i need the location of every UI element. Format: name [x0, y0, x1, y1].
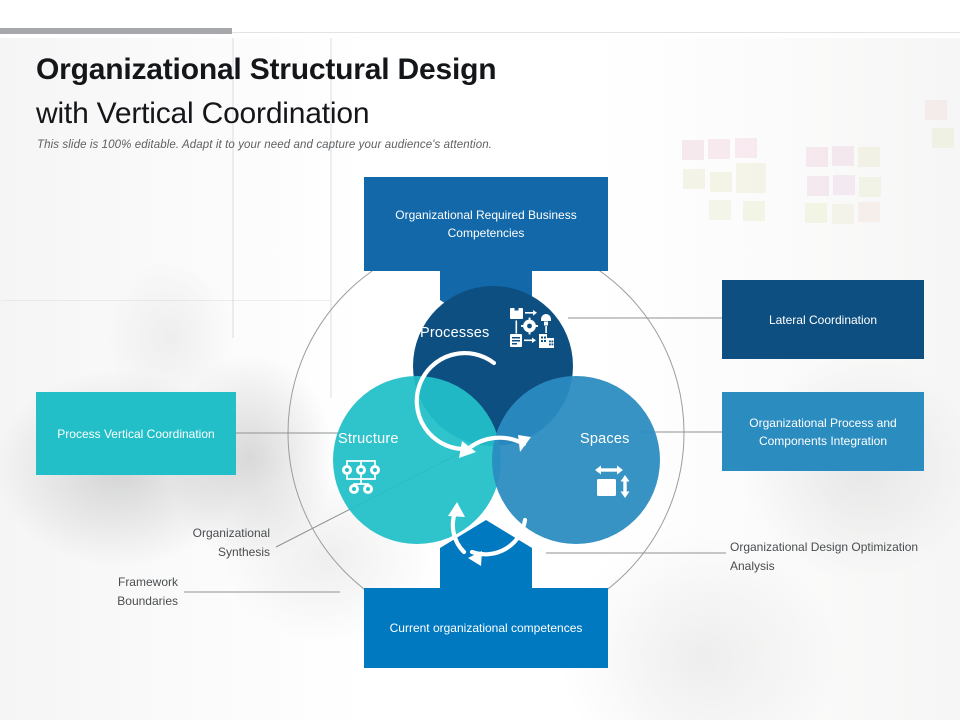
page-title: Organizational Structural Design with Ve…	[36, 48, 736, 137]
sticky-note	[743, 201, 765, 221]
sticky-note	[736, 163, 766, 193]
sticky-note	[806, 147, 828, 167]
header-accent-bar	[0, 28, 232, 34]
page-subtitle: This slide is 100% editable. Adapt it to…	[37, 139, 492, 151]
background-edge-2	[330, 38, 332, 398]
sticky-note	[708, 139, 730, 159]
callout-right-bottom-label: Organizational Process and Components In…	[749, 415, 897, 448]
label-optimization-analysis: Organizational Design Optimization Analy…	[730, 540, 919, 573]
background-edge-1	[232, 38, 234, 338]
callout-bottom[interactable]: Current organizational competences	[364, 588, 608, 668]
sticky-note	[932, 128, 954, 148]
circle-label-spaces: Spaces	[580, 431, 630, 447]
callout-right-top[interactable]: Lateral Coordination	[722, 280, 924, 359]
sticky-note	[858, 202, 880, 222]
arrowhead-up-to-structure	[448, 502, 465, 517]
sticky-note	[925, 100, 947, 120]
callout-top[interactable]: Organizational Required Business Compete…	[364, 177, 608, 271]
arrowhead-into-base	[468, 551, 482, 566]
hierarchy-tree-icon	[340, 457, 382, 500]
sticky-note	[683, 169, 705, 189]
callout-right-top-label: Lateral Coordination	[768, 312, 878, 327]
sticky-note	[833, 175, 855, 195]
sticky-note	[859, 177, 881, 197]
callout-left[interactable]: Process Vertical Coordination	[36, 392, 236, 475]
page-title-line-2: with Vertical Coordination	[36, 97, 370, 131]
resize-dimensions-icon	[595, 458, 635, 503]
sticky-note	[805, 203, 827, 223]
sticky-note	[710, 172, 732, 192]
process-flow-icon	[508, 306, 556, 355]
background-edge-3	[1, 300, 331, 301]
callout-bottom-label: Current organizational competences	[389, 621, 583, 635]
callout-right-bottom[interactable]: Organizational Process and Components In…	[722, 392, 924, 471]
circle-label-structure: Structure	[338, 431, 399, 447]
callout-left-label: Process Vertical Coordination	[57, 426, 215, 441]
arrowhead-into-structure	[459, 441, 476, 458]
arrow-processes-to-structure	[414, 351, 497, 452]
callout-top-label: Organizational Required Business Compete…	[395, 208, 577, 240]
sticky-note	[858, 147, 880, 167]
sticky-note	[735, 138, 757, 158]
circle-spaces[interactable]	[492, 376, 660, 544]
arrowhead-into-spaces	[518, 435, 531, 452]
sticky-note	[807, 176, 829, 196]
arrow-structure-to-spaces	[465, 435, 527, 452]
arrow-spaces-to-base	[469, 517, 528, 557]
sticky-note	[832, 204, 854, 224]
header-divider	[0, 32, 960, 33]
label-framework-boundaries: Framework Boundaries	[117, 575, 178, 608]
sticky-note	[682, 140, 704, 160]
sticky-note	[709, 200, 731, 220]
page-title-line-1: Organizational Structural Design	[36, 53, 497, 86]
sticky-note	[832, 146, 854, 166]
label-organizational-synthesis: Organizational Synthesis	[192, 526, 270, 559]
circle-label-processes: Processes	[420, 325, 490, 341]
